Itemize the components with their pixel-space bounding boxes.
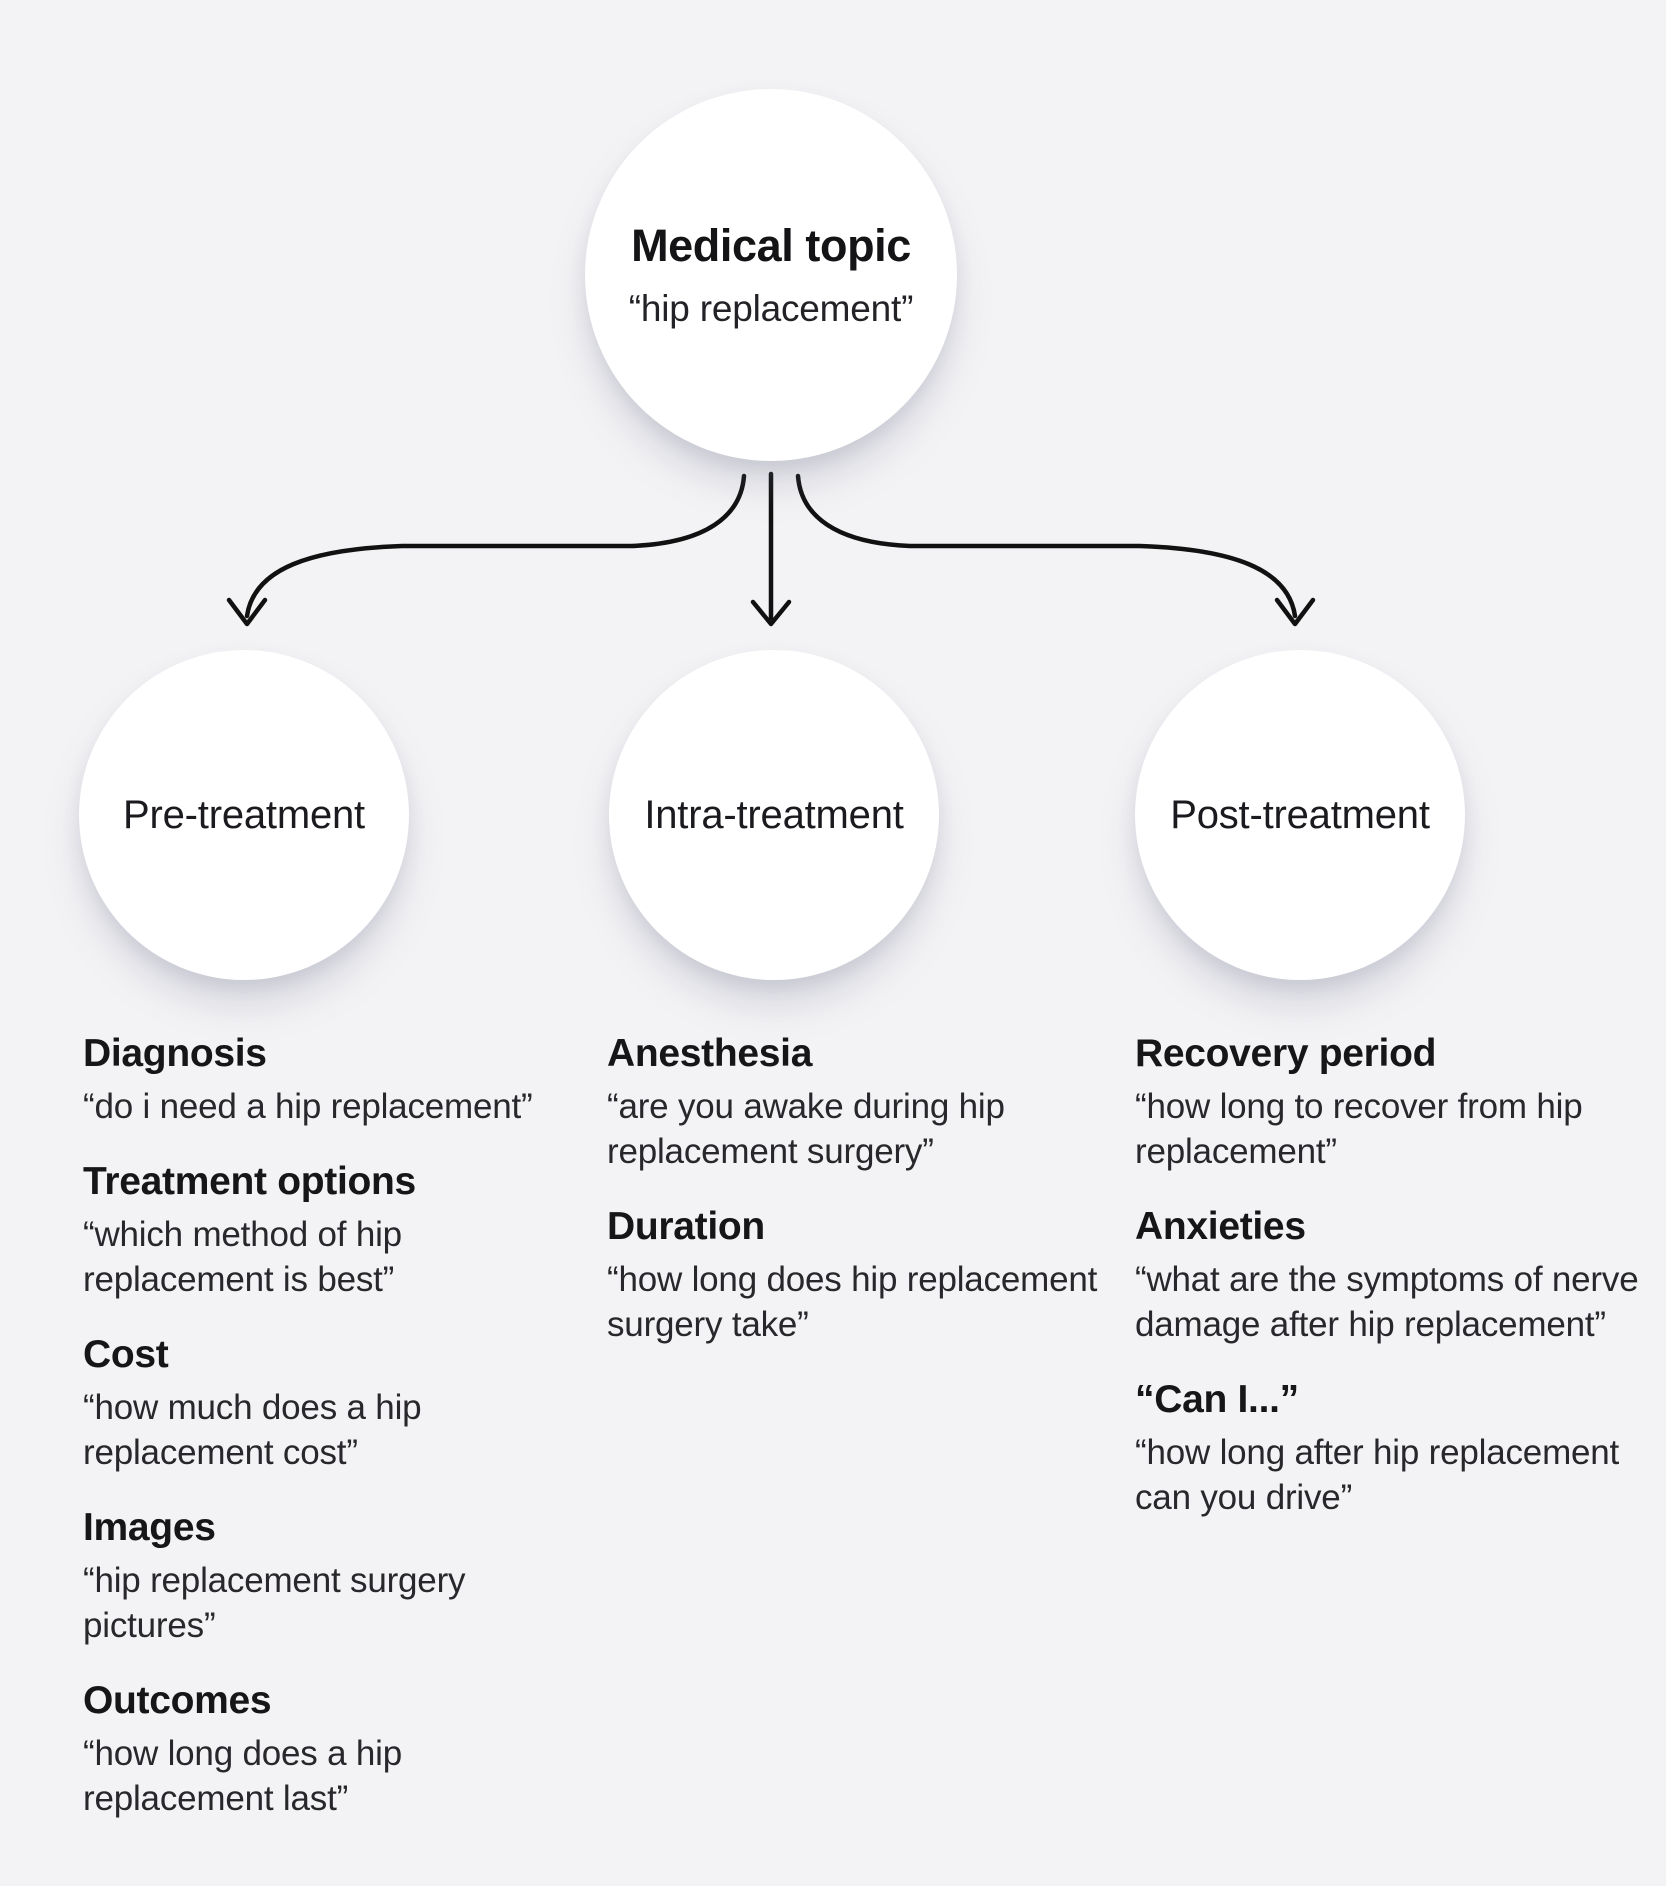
qa-block: Recovery period “how long to recover fro… [1135, 1031, 1657, 1174]
qa-heading: Anxieties [1135, 1205, 1306, 1249]
qa-heading: Images [83, 1506, 216, 1550]
qa-quote: “do i need a hip replacement” [83, 1087, 533, 1127]
branch-label: Post-treatment [1170, 792, 1430, 837]
qa-quote: “what are the symptoms of nerve damage a… [1135, 1260, 1639, 1345]
qa-quote: “are you awake during hip replacement su… [607, 1087, 1005, 1172]
branch-node-pre-treatment: Pre-treatment [79, 650, 409, 980]
root-topic-node: Medical topic “hip replacement” [585, 89, 957, 461]
branch-node-post-treatment: Post-treatment [1135, 650, 1465, 980]
arrowhead-down-icon [226, 597, 268, 627]
qa-block: Images “hip replacement surgery pictures… [83, 1505, 588, 1648]
qa-quote: “how much does a hip replacement cost” [83, 1388, 422, 1473]
qa-quote: “how long does a hip replacement last” [83, 1734, 402, 1819]
column-intra-treatment: Anesthesia “are you awake during hip rep… [607, 1031, 1127, 1377]
qa-heading: Anesthesia [607, 1032, 813, 1075]
qa-heading: Recovery period [1135, 1032, 1437, 1075]
qa-heading: Cost [83, 1333, 169, 1377]
column-pre-treatment: Diagnosis “do i need a hip replacement” … [83, 1031, 588, 1851]
arrowhead-down-icon [1274, 597, 1316, 627]
qa-block: Outcomes “how long does a hip replacemen… [83, 1678, 588, 1821]
qa-quote: “how long does hip replacement surgery t… [607, 1260, 1098, 1345]
qa-block: Cost “how much does a hip replacement co… [83, 1332, 588, 1475]
branch-node-intra-treatment: Intra-treatment [609, 650, 939, 980]
qa-block: Treatment options “which method of hip r… [83, 1159, 588, 1302]
column-post-treatment: Recovery period “how long to recover fro… [1135, 1031, 1657, 1550]
root-topic-title: Medical topic [631, 220, 911, 271]
qa-block: Anxieties “what are the symptoms of nerv… [1135, 1204, 1657, 1347]
branch-label: Intra-treatment [644, 792, 904, 837]
qa-heading: Duration [607, 1205, 765, 1249]
qa-block: Diagnosis “do i need a hip replacement” [83, 1031, 588, 1129]
connector-arrow-left [226, 473, 747, 627]
qa-block: Duration “how long does hip replacement … [607, 1204, 1127, 1347]
qa-quote: “which method of hip replacement is best… [83, 1215, 402, 1300]
arrowhead-down-icon [750, 599, 792, 627]
root-topic-subtitle: “hip replacement” [628, 288, 914, 329]
branch-label: Pre-treatment [123, 792, 365, 837]
qa-heading: Outcomes [83, 1679, 272, 1723]
qa-heading: Treatment options [83, 1160, 416, 1204]
qa-heading: Diagnosis [83, 1032, 267, 1075]
qa-quote: “how long after hip replacement can you … [1135, 1433, 1620, 1518]
qa-block: “Can I...” “how long after hip replaceme… [1135, 1377, 1657, 1520]
qa-quote: “how long to recover from hip replacemen… [1135, 1087, 1583, 1172]
connector-arrow-right [795, 473, 1316, 627]
connector-arrow-middle [750, 471, 792, 627]
qa-quote: “hip replacement surgery pictures” [83, 1561, 466, 1646]
qa-block: Anesthesia “are you awake during hip rep… [607, 1031, 1127, 1174]
qa-heading: “Can I...” [1135, 1378, 1299, 1422]
